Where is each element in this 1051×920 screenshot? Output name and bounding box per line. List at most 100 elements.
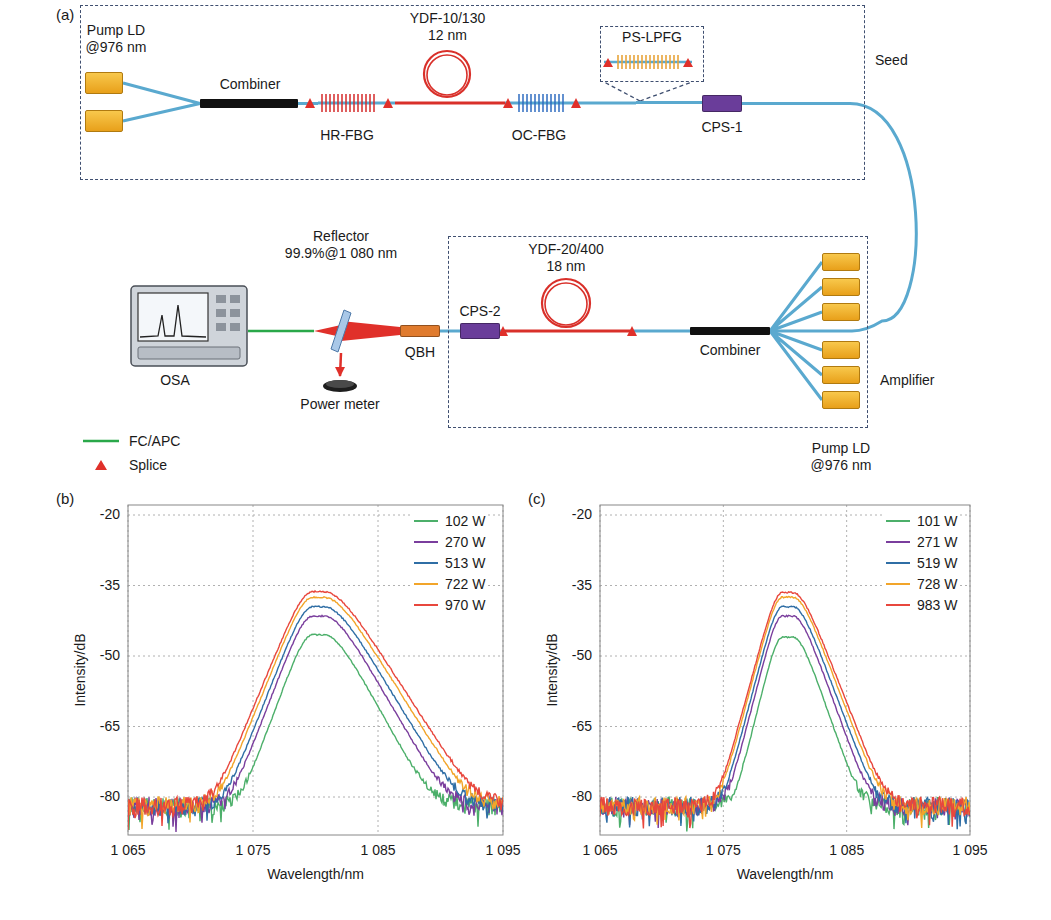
gain-fiber (395, 102, 505, 105)
axis-tick: 1 065 (110, 842, 145, 859)
legend-text: Splice (129, 456, 167, 474)
connector-line (440, 330, 460, 333)
spectrum-chart (128, 505, 503, 835)
component-body (330, 309, 352, 353)
legend-sample (413, 537, 439, 547)
component-label: OSA (130, 372, 220, 389)
amplifier-section: AmplifierPump LD @976 nmCombinerYDF-20/4… (448, 236, 868, 428)
grating-line (661, 55, 663, 69)
fiber-link (630, 331, 690, 332)
legend-sample (885, 558, 911, 568)
grating-line (538, 94, 540, 112)
fiber-link (770, 262, 822, 400)
legend-text: FC/APC (129, 432, 180, 450)
legend-text: 101 W (917, 512, 957, 530)
axis-tick: -80 (572, 788, 592, 805)
component-label: Pump LD @976 nm (805, 440, 877, 474)
spectrum-curve (600, 597, 970, 828)
legend-sample (81, 458, 121, 472)
fiber-link (123, 83, 200, 121)
pump-diode: Pump LD @976 nm (805, 252, 880, 480)
grating-line (677, 55, 679, 69)
laser-diode (822, 278, 860, 296)
grating-line (558, 94, 560, 112)
grating-line (329, 94, 331, 112)
component-label: Power meter (290, 396, 390, 413)
axis-tick: -20 (100, 506, 120, 523)
grating-line (333, 94, 335, 112)
spectra (600, 592, 970, 832)
mirror-plate (331, 310, 351, 352)
legend-item: 722 W (410, 575, 488, 593)
axis-title: Wavelength/nm (737, 866, 834, 883)
grid-line (253, 505, 254, 835)
reflected-beam (335, 353, 345, 377)
splice-mark (603, 58, 613, 67)
component-body (460, 323, 500, 339)
component-graphic (395, 97, 505, 109)
grating-line (365, 94, 367, 112)
legend-text: 513 W (445, 554, 485, 572)
legend-item: 102 W (410, 512, 488, 530)
component-body (636, 101, 644, 104)
connector-line (248, 330, 314, 333)
screen-trace (140, 305, 206, 337)
pump-combiner: Combiner (682, 324, 778, 368)
axis-title: Intensity/dB (72, 633, 89, 706)
grating-line (669, 55, 671, 69)
laser-diode (822, 253, 860, 271)
grating-line (673, 55, 675, 69)
legend-sample (885, 600, 911, 610)
grating-line (645, 55, 647, 69)
component-label: QBH (395, 344, 445, 361)
component-label: Combiner (682, 342, 778, 359)
laser-diode (822, 391, 860, 409)
component-graphic (322, 378, 358, 392)
grid-line (846, 505, 847, 835)
axis-tick: 1 085 (360, 842, 395, 859)
component-label: OC-FBG (499, 127, 579, 144)
axis-tick: 1 085 (829, 842, 864, 859)
seed-section: SeedPump LD @976 nmCombinerHR-FBGYDF-10/… (80, 5, 865, 180)
detector-face (326, 380, 354, 388)
arrow-head (335, 367, 345, 377)
grating-line (534, 94, 536, 112)
component-label: Combiner (195, 76, 305, 93)
connector-line (644, 101, 702, 104)
component-body (400, 325, 440, 337)
legend-text: 970 W (445, 596, 485, 614)
spectrum-chart (600, 505, 970, 835)
legend-sample (885, 537, 911, 547)
grating-line (649, 55, 651, 69)
axis-tick: 1 075 (706, 842, 741, 859)
grating-line (349, 94, 351, 112)
grating-line (361, 94, 363, 112)
grating-line (546, 94, 548, 112)
component-label: PS-LPFG (600, 29, 704, 46)
axis-tick: 1 095 (952, 842, 987, 859)
grid-line (128, 726, 503, 727)
grating-line (345, 94, 347, 112)
panel-label: (a) (56, 6, 74, 23)
panel-label: (b) (56, 490, 74, 507)
legend-line (414, 604, 438, 606)
fiber-link (742, 104, 916, 332)
grating-line (526, 94, 528, 112)
legend-item: 519 W (882, 554, 960, 572)
fiber-coil (545, 283, 587, 325)
component-body (318, 92, 378, 114)
axis-title: Intensity/dB (544, 633, 561, 706)
splice-mark (571, 98, 581, 108)
grating-line (321, 94, 323, 112)
laser-diode (85, 110, 123, 132)
laser-diode (822, 366, 860, 384)
grating-line (518, 94, 520, 112)
legend-sample (81, 434, 121, 448)
fiber-bragg-grating: HR-FBG (305, 90, 389, 150)
pump-combiner: Combiner (195, 76, 305, 110)
legend-sample (885, 516, 911, 526)
laser-beam (341, 321, 400, 341)
grating-line (554, 94, 556, 112)
grating-line (369, 94, 371, 112)
instrument-key (230, 295, 240, 303)
